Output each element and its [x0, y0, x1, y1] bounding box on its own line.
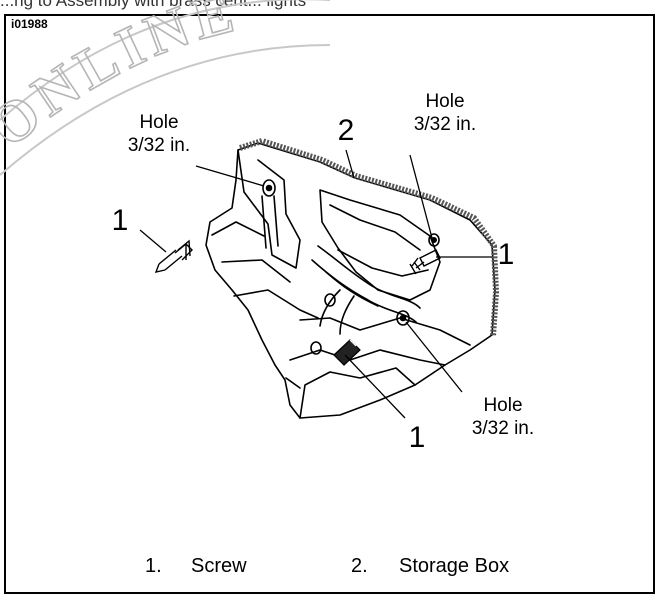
legend-number-1: 1.	[145, 555, 162, 577]
left-flange	[237, 149, 301, 269]
callout-number-left: 1	[111, 204, 129, 237]
cable-bundle	[317, 245, 421, 309]
leader-hole-bottom-right	[405, 321, 463, 393]
callout-hole-left: Hole 3/32 in.	[118, 111, 200, 157]
callout-hole-top-right-size: 3/32 in.	[413, 114, 477, 135]
callout-hole-bottom-right-word: Hole	[483, 395, 523, 416]
callout-hole-bottom-right: Hole 3/32 in.	[462, 394, 544, 440]
leader-lines	[139, 149, 492, 419]
legend-label-1: Screw	[191, 555, 247, 577]
screw-bottom	[333, 339, 361, 366]
callout-hole-left-word: Hole	[139, 112, 179, 133]
figure-id: i01988	[11, 17, 48, 31]
legend-label-2: Storage Box	[399, 555, 510, 577]
leader-hole-top-right	[409, 154, 433, 239]
leader-hole-left	[195, 165, 265, 187]
hole-bottom-right-marker	[396, 310, 410, 326]
callout-number-top: 2	[337, 114, 355, 147]
callout-hole-bottom-right-size: 3/32 in.	[471, 418, 535, 439]
leader-num-bottom	[344, 354, 406, 419]
callout-number-bottom: 1	[408, 421, 426, 454]
screw-top-right	[409, 249, 441, 275]
callout-hole-top-right-word: Hole	[425, 91, 465, 112]
hole-left-marker	[262, 179, 276, 197]
cut-off-caption: ...ng to Assembly with brass cent... lig…	[0, 0, 307, 10]
legend-number-2: 2.	[351, 555, 368, 577]
inner-cavity	[319, 189, 441, 301]
storage-box-gasket	[239, 138, 499, 337]
hole-top-right-marker	[428, 233, 440, 247]
callout-hole-top-right: Hole 3/32 in.	[404, 90, 486, 136]
leader-num-top	[345, 149, 355, 179]
callout-hole-left-size: 3/32 in.	[127, 135, 191, 156]
leader-num-left	[139, 229, 167, 253]
box-outline	[205, 142, 496, 419]
callout-number-right: 1	[497, 238, 515, 271]
screw-left	[154, 239, 193, 273]
